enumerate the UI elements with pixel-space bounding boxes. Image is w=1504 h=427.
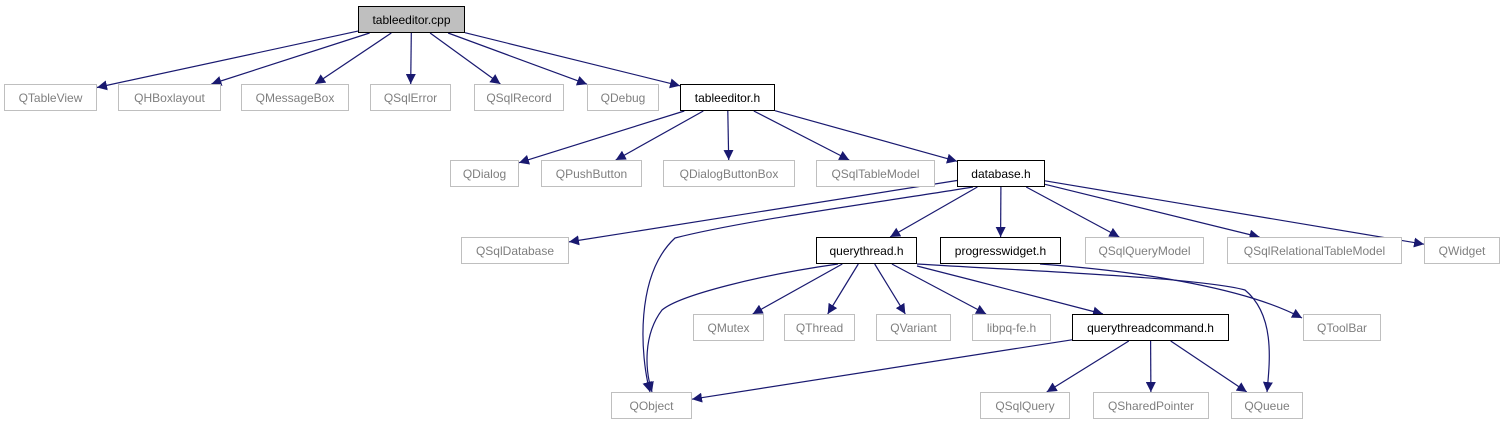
node-querythread-h[interactable]: querythread.h (816, 237, 917, 264)
edge-tableeditor-h-to-qdialogbuttonbox (723, 110, 734, 161)
edge-querythread-h-to-qmutex (752, 263, 843, 315)
node-tableeditor-cpp[interactable]: tableeditor.cpp (358, 6, 465, 33)
node-qsqldatabase[interactable]: QSqlDatabase (461, 237, 569, 264)
edge-tableeditor-cpp-to-qhboxlayout (211, 32, 370, 86)
node-qsqlquerymodel[interactable]: QSqlQueryModel (1085, 237, 1204, 264)
edge-tableeditor-cpp-to-qtableview (96, 30, 359, 91)
edge-tableeditor-h-to-database-h (774, 110, 958, 164)
node-database-h[interactable]: database.h (957, 160, 1045, 187)
node-qsharedpointer[interactable]: QSharedPointer (1093, 392, 1209, 419)
node-qdebug[interactable]: QDebug (587, 84, 659, 111)
edge-tableeditor-cpp-to-qdebug (447, 32, 588, 86)
edge-querythread-h-to-querythreadcommand-h (916, 265, 1104, 317)
edge-tableeditor-cpp-to-qmessagebox (314, 32, 392, 85)
edge-progresswidget-h-to-qtoolbar (1039, 263, 1303, 319)
node-qsqlerror[interactable]: QSqlError (370, 84, 451, 111)
node-qwidget[interactable]: QWidget (1424, 237, 1500, 264)
node-qpushbutton[interactable]: QPushButton (541, 160, 642, 187)
node-qdialog[interactable]: QDialog (450, 160, 519, 187)
node-qsqlrecord[interactable]: QSqlRecord (474, 84, 564, 111)
edge-tableeditor-h-to-qpushbutton (615, 110, 704, 161)
node-tableeditor-h[interactable]: tableeditor.h (680, 84, 775, 111)
edge-layer (96, 30, 1425, 403)
edge-database-h-to-qsqlquerymodel (1025, 186, 1120, 238)
edge-tableeditor-h-to-qdialog (518, 110, 685, 165)
edge-querythreadcommand-h-to-qsqlquery (1046, 340, 1130, 393)
edge-querythread-h-to-qthread (827, 263, 859, 315)
node-qhboxlayout[interactable]: QHBoxlayout (118, 84, 221, 111)
edge-database-h-to-qsqldatabase (568, 179, 958, 246)
node-qtableview[interactable]: QTableView (4, 84, 97, 111)
edge-querythread-h-to-qqueue (916, 263, 1273, 393)
edge-database-h-to-querythread-h (889, 186, 978, 238)
edge-database-h-to-qwidget (1044, 180, 1425, 248)
edge-querythread-h-to-qobject (644, 263, 839, 393)
edge-querythreadcommand-h-to-qobject (691, 339, 1073, 403)
node-qmessagebox[interactable]: QMessageBox (241, 84, 349, 111)
node-qtoolbar[interactable]: QToolBar (1303, 314, 1381, 341)
edge-querythread-h-to-libpq-fe-h (891, 263, 987, 315)
node-querythreadcommand-h[interactable]: querythreadcommand.h (1072, 314, 1229, 341)
node-libpq-fe-h[interactable]: libpq-fe.h (972, 314, 1051, 341)
node-qobject[interactable]: QObject (611, 392, 692, 419)
node-qthread[interactable]: QThread (784, 314, 855, 341)
node-qsqltablemodel[interactable]: QSqlTableModel (816, 160, 935, 187)
edge-tableeditor-cpp-to-qsqlerror (405, 32, 416, 85)
node-progresswidget-h[interactable]: progresswidget.h (940, 237, 1061, 264)
node-qmutex[interactable]: QMutex (693, 314, 764, 341)
edge-tableeditor-cpp-to-qsqlrecord (429, 32, 501, 85)
node-qdialogbuttonbox[interactable]: QDialogButtonBox (663, 160, 795, 187)
edge-tableeditor-h-to-qsqltablemodel (753, 110, 850, 161)
edge-database-h-to-qsqlrelationaltablemodel (1044, 183, 1260, 240)
node-qsqlrelationaltablemodel[interactable]: QSqlRelationalTableModel (1227, 237, 1402, 264)
edge-querythreadcommand-h-to-qqueue (1170, 340, 1248, 393)
edge-querythread-h-to-qvariant (874, 263, 906, 315)
node-qsqlquery[interactable]: QSqlQuery (980, 392, 1070, 419)
edge-tableeditor-cpp-to-tableeditor-h (464, 32, 681, 89)
node-qvariant[interactable]: QVariant (876, 314, 951, 341)
edge-database-h-to-qobject (642, 186, 974, 393)
node-qqueue[interactable]: QQueue (1231, 392, 1303, 419)
